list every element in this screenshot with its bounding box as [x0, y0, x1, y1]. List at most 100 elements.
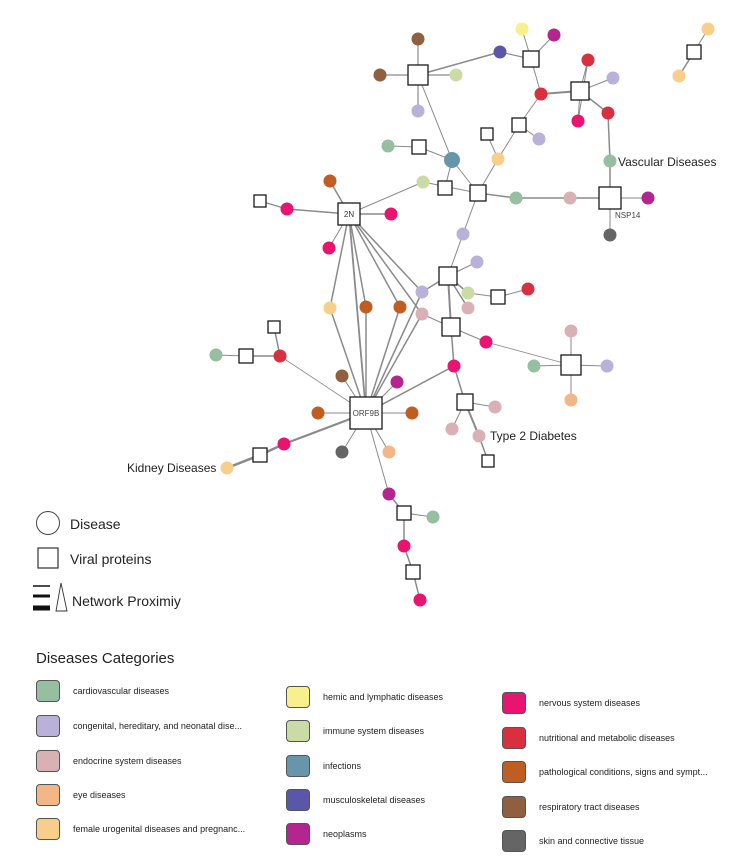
disease-node: [601, 106, 615, 120]
category-label: endocrine system diseases: [73, 756, 182, 766]
category-label: eye diseases: [73, 790, 126, 800]
disease-node: [280, 202, 294, 216]
disease-node: [382, 487, 396, 501]
disease-node: [603, 154, 617, 168]
disease-node: [220, 461, 234, 475]
disease-node: [426, 510, 440, 524]
edge: [348, 213, 367, 414]
edge: [329, 213, 350, 309]
category-item-hemic: hemic and lymphatic diseases: [286, 686, 443, 708]
network-nodes: [209, 22, 715, 607]
category-swatch: [502, 727, 526, 749]
viral-protein-node: [570, 81, 590, 101]
category-label: hemic and lymphatic diseases: [323, 692, 444, 702]
category-label: infections: [323, 761, 362, 771]
category-swatch: [36, 680, 60, 702]
disease-node: [393, 300, 407, 314]
viral-protein-node: [522, 50, 540, 68]
disease-node: [606, 71, 620, 85]
legend-network-proximity-label: Network Proximiy: [72, 593, 181, 609]
category-swatch: [286, 720, 310, 742]
protein-label-2n: 2N: [344, 210, 354, 219]
disease-node: [413, 593, 427, 607]
legend-viral-proteins-label: Viral proteins: [70, 551, 152, 567]
category-swatch: [36, 784, 60, 806]
viral-protein-node: [238, 348, 254, 364]
category-label: musculoskeletal diseases: [323, 795, 426, 805]
edge: [348, 213, 423, 315]
disease-node: [470, 255, 484, 269]
annotation-vascular-diseases: Vascular Diseases: [618, 155, 716, 169]
disease-node: [534, 87, 548, 101]
viral-protein-node: [396, 505, 412, 521]
viral-protein-node: [469, 184, 487, 202]
category-swatch: [36, 715, 60, 737]
categories-title: Diseases Categories: [36, 650, 175, 667]
disease-node: [547, 28, 561, 42]
disease-node: [532, 132, 546, 146]
edge: [417, 74, 453, 161]
category-swatch: [502, 796, 526, 818]
edge: [348, 181, 424, 215]
disease-node: [335, 369, 349, 383]
category-item-congenital: congenital, hereditary, and neonatal dis…: [36, 715, 242, 737]
viral-protein-node: [337, 202, 361, 226]
viral-protein-node: [481, 454, 495, 468]
disease-node: [461, 286, 475, 300]
edge: [365, 306, 401, 414]
disease-node: [563, 191, 577, 205]
disease-node: [600, 359, 614, 373]
edge: [485, 341, 572, 366]
viral-protein-node: [253, 194, 267, 208]
viral-protein-node: [511, 117, 527, 133]
viral-protein-node: [411, 139, 427, 155]
disease-node: [581, 53, 595, 67]
viral-protein-node: [686, 44, 702, 60]
disease-node: [479, 335, 493, 349]
category-swatch: [36, 750, 60, 772]
category-item-nervous: nervous system diseases: [502, 692, 640, 714]
edge: [348, 213, 367, 308]
category-item-skin: skin and connective tissue: [502, 830, 644, 852]
category-swatch: [286, 686, 310, 708]
category-item-infections: infections: [286, 755, 361, 777]
disease-node: [416, 175, 430, 189]
edge: [329, 307, 367, 414]
category-label: nutritional and metabolic diseases: [539, 733, 675, 743]
viral-protein-node: [456, 393, 474, 411]
category-item-cardiovascular: cardiovascular diseases: [36, 680, 169, 702]
disease-node: [373, 68, 387, 82]
edge: [365, 291, 423, 414]
disease-node: [405, 406, 419, 420]
disease-node: [397, 539, 411, 553]
annotation-kidney-diseases: Kidney Diseases: [127, 461, 216, 475]
disease-node: [384, 207, 398, 221]
category-item-neoplasms: neoplasms: [286, 823, 367, 845]
disease-node: [461, 301, 475, 315]
category-item-eye: eye diseases: [36, 784, 126, 806]
viral-protein-node: [438, 266, 458, 286]
disease-node: [415, 285, 429, 299]
category-item-endocrine: endocrine system diseases: [36, 750, 182, 772]
category-label: immune system diseases: [323, 726, 425, 736]
disease-node: [445, 422, 459, 436]
category-item-immune: immune system diseases: [286, 720, 424, 742]
category-item-female: female urogenital diseases and pregnanc.…: [36, 818, 245, 840]
disease-node: [449, 68, 463, 82]
viral-protein-node: [598, 186, 622, 210]
category-label: pathological conditions, signs and sympt…: [539, 767, 708, 777]
disease-node: [277, 437, 291, 451]
disease-node: [382, 445, 396, 459]
viral-protein-node: [252, 447, 268, 463]
disease-node: [488, 400, 502, 414]
disease-node: [273, 349, 287, 363]
category-swatch: [286, 789, 310, 811]
annotation-type-2-diabetes: Type 2 Diabetes: [490, 429, 577, 443]
disease-node: [444, 152, 460, 168]
disease-node: [381, 139, 395, 153]
category-label: cardiovascular diseases: [73, 686, 170, 696]
viral-protein-node: [349, 396, 383, 430]
disease-node: [571, 114, 585, 128]
disease-node: [209, 348, 223, 362]
